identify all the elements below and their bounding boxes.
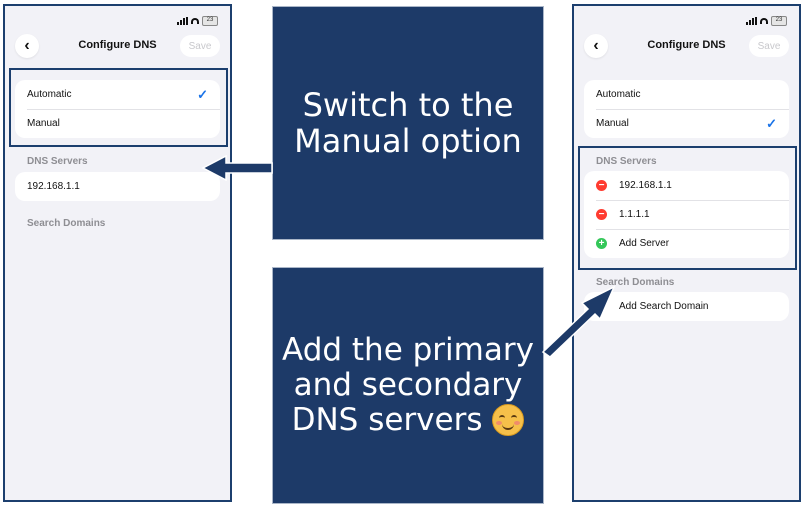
dns-servers-heading: DNS Servers: [596, 156, 657, 167]
checkmark-icon: ✓: [197, 86, 208, 102]
smiling-face-emoji-icon: [492, 404, 525, 436]
add-server-row[interactable]: + Add Server: [584, 229, 789, 258]
dns-server-address: 1.1.1.1: [619, 209, 650, 220]
search-domains-heading: Search Domains: [596, 277, 675, 288]
right-phone-screen: 23 ‹ Configure DNS Save Automatic Manual…: [572, 4, 801, 502]
back-button[interactable]: ‹: [15, 34, 39, 58]
wifi-icon: [760, 18, 768, 24]
add-icon[interactable]: +: [596, 238, 607, 249]
dns-mode-group: Automatic ✓ Manual: [15, 80, 220, 138]
search-domains-group: Add Search Domain: [584, 292, 789, 321]
callout-line: Switch to the: [302, 86, 514, 124]
dns-servers-heading: DNS Servers: [27, 156, 88, 167]
nav-bar: ‹ Configure DNS Save: [5, 34, 230, 62]
signal-icon: [746, 17, 757, 25]
dns-server-address: 192.168.1.1: [27, 181, 80, 192]
dns-server-row[interactable]: − 1.1.1.1: [584, 200, 789, 229]
save-button[interactable]: Save: [180, 35, 220, 57]
option-manual[interactable]: Manual: [15, 109, 220, 138]
dns-server-address: 192.168.1.1: [619, 180, 672, 191]
callout-line: and secondary: [293, 367, 523, 403]
battery-icon: 23: [771, 16, 787, 26]
chevron-left-icon: ‹: [593, 37, 599, 54]
option-label: Automatic: [27, 89, 72, 100]
option-automatic[interactable]: Automatic ✓: [15, 80, 220, 109]
callout-switch-manual: Switch to the Manual option: [273, 7, 543, 239]
search-domains-heading: Search Domains: [27, 218, 106, 229]
option-label: Manual: [596, 118, 629, 129]
save-button[interactable]: Save: [749, 35, 789, 57]
page-title: Configure DNS: [78, 39, 157, 51]
callout-line: Add the primary: [282, 332, 534, 368]
dns-mode-group: Automatic Manual ✓: [584, 80, 789, 138]
arrow-to-dns-servers-left: [201, 154, 273, 182]
signal-icon: [177, 17, 188, 25]
back-button[interactable]: ‹: [584, 34, 608, 58]
callout-add-dns: Add the primary and secondary DNS server…: [273, 268, 543, 503]
status-bar: 23: [746, 16, 787, 26]
add-server-label: Add Server: [619, 238, 670, 249]
wifi-icon: [191, 18, 199, 24]
dns-server-row[interactable]: 192.168.1.1: [15, 172, 220, 201]
callout-line: Manual option: [294, 122, 522, 160]
highlight-dns-servers-box: [578, 146, 797, 270]
dns-server-row[interactable]: − 192.168.1.1: [584, 171, 789, 200]
status-bar: 23: [177, 16, 218, 26]
option-label: Manual: [27, 118, 60, 129]
add-search-domain-label: Add Search Domain: [619, 301, 709, 312]
callout-line: DNS servers: [291, 402, 483, 438]
dns-servers-group: 192.168.1.1: [15, 172, 220, 201]
highlight-mode-box: [9, 68, 228, 147]
left-phone-screen: 23 ‹ Configure DNS Save Automatic ✓ Manu…: [3, 4, 232, 502]
dns-servers-group: − 192.168.1.1 − 1.1.1.1 + Add Server: [584, 171, 789, 258]
chevron-left-icon: ‹: [24, 37, 30, 54]
checkmark-icon: ✓: [766, 115, 777, 131]
add-search-domain-row[interactable]: Add Search Domain: [584, 292, 789, 321]
arrow-to-dns-servers-right: [541, 285, 616, 358]
page-title: Configure DNS: [647, 39, 726, 51]
remove-icon[interactable]: −: [596, 209, 607, 220]
remove-icon[interactable]: −: [596, 180, 607, 191]
option-automatic[interactable]: Automatic: [584, 80, 789, 109]
battery-icon: 23: [202, 16, 218, 26]
option-label: Automatic: [596, 89, 641, 100]
nav-bar: ‹ Configure DNS Save: [574, 34, 799, 62]
option-manual[interactable]: Manual ✓: [584, 109, 789, 138]
